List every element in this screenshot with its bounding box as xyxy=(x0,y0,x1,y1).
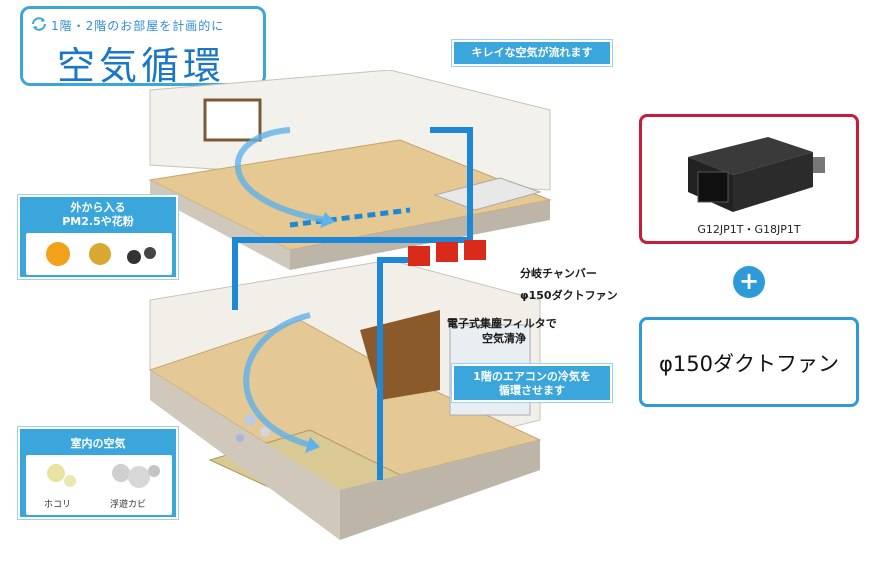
particle xyxy=(236,434,244,442)
ac-callout-line2: 循環させます xyxy=(499,384,565,397)
airflow-lower-arrowhead xyxy=(305,437,320,453)
pm-title-line1: 外から入る xyxy=(70,201,126,214)
particle xyxy=(260,427,270,437)
dust-label: ホコリ xyxy=(44,500,72,510)
duct-dashed xyxy=(289,207,411,228)
recycle-icon xyxy=(32,17,46,31)
duct-lower xyxy=(377,257,420,480)
indoor-air-callout: 室内の空気 ホコリ 浮遊カビ xyxy=(18,427,178,519)
upper-floor-edge-right xyxy=(290,200,550,270)
dust-icon xyxy=(47,464,65,482)
house-illustration xyxy=(148,70,552,540)
bed xyxy=(433,177,542,211)
lower-floor-edge-right xyxy=(340,440,540,540)
ac-callout: 1階のエアコンの冷気を 循環させます xyxy=(452,364,612,402)
ac-callout-line1: 1階のエアコンの冷気を xyxy=(473,370,591,383)
fan-product-name: φ150ダクトファン xyxy=(659,352,839,376)
unit-product-panel: G12JP1T・G18JP1T xyxy=(639,114,859,244)
title-main: 空気循環 xyxy=(57,44,226,88)
ventilation-unit-image xyxy=(688,137,825,212)
lower-floor-edge-left xyxy=(150,370,340,540)
airflow-lower xyxy=(243,312,311,448)
duct-riser xyxy=(430,127,473,255)
pollen-icon xyxy=(46,242,70,266)
clean-air-callout: キレイな空気が流れます xyxy=(452,40,612,66)
upper-floor-edge-left xyxy=(150,180,290,270)
plus-icon: + xyxy=(733,266,765,298)
pm-callout: 外から入る PM2.5や花粉 xyxy=(18,195,178,279)
mold-label: 浮遊カビ xyxy=(110,500,147,510)
dust-dark-icon xyxy=(127,250,141,264)
title-box: 1階・2階のお部屋を計画的に 空気循環 xyxy=(20,6,266,88)
indoor-air-title: 室内の空気 xyxy=(70,437,126,450)
chamber-label: 分岐チャンバー xyxy=(520,267,597,280)
mold-icon xyxy=(148,465,160,477)
pm-title-line2: PM2.5や花粉 xyxy=(62,215,134,228)
fan-product-panel: φ150ダクトファン xyxy=(639,317,859,407)
particle xyxy=(244,414,256,426)
chamber-unit-2 xyxy=(436,242,458,262)
pm-particles xyxy=(26,233,172,275)
chamber-unit-3 xyxy=(464,240,486,260)
dust-dark-icon xyxy=(144,247,156,259)
filter-label-line2: 空気清浄 xyxy=(482,332,526,345)
unit-model-label: G12JP1T・G18JP1T xyxy=(697,223,801,236)
upper-window xyxy=(203,98,262,142)
fan-label: φ150ダクトファン xyxy=(520,289,618,302)
chamber-unit-1 xyxy=(408,246,430,266)
pm25-icon xyxy=(89,243,111,265)
filter-label-line1: 電子式集塵フィルタで xyxy=(447,317,557,330)
title-subtitle: 1階・2階のお部屋を計画的に xyxy=(51,19,225,33)
mold-icon xyxy=(128,466,150,488)
airflow-upper-arrowhead xyxy=(320,212,335,228)
airflow-upper xyxy=(235,127,326,223)
indoor-particles: ホコリ 浮遊カビ xyxy=(26,455,172,515)
dust-icon xyxy=(64,475,76,487)
mold-icon xyxy=(112,464,130,482)
